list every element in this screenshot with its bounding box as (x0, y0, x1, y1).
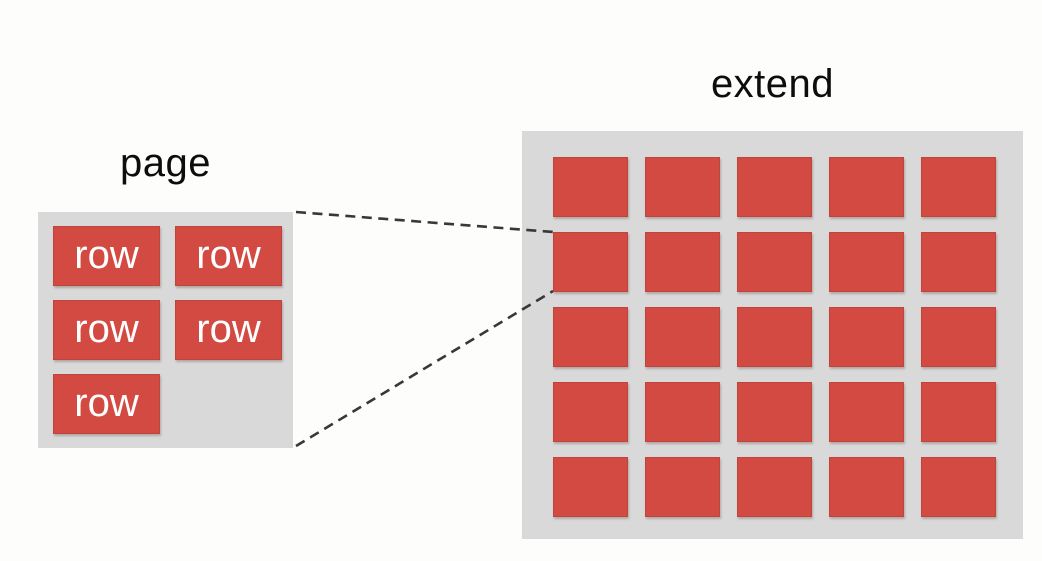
extend-panel (522, 131, 1023, 539)
grid-cell (921, 307, 996, 367)
grid-cell (737, 232, 812, 292)
grid-cell (829, 457, 904, 517)
grid-cell (829, 157, 904, 217)
row-box: row (53, 300, 160, 360)
page-title: page (120, 141, 211, 185)
grid-cell (737, 307, 812, 367)
grid-cell (737, 157, 812, 217)
grid-cell (553, 307, 628, 367)
row-box: row (175, 300, 282, 360)
grid-cell (645, 382, 720, 442)
grid-cell (645, 457, 720, 517)
grid-cell (921, 382, 996, 442)
grid-cell (921, 232, 996, 292)
grid-cell (645, 232, 720, 292)
grid-cell (645, 157, 720, 217)
grid-cell (921, 157, 996, 217)
grid-cell (921, 457, 996, 517)
extend-title: extend (710, 62, 835, 106)
row-box: row (53, 374, 160, 434)
grid-cell (553, 382, 628, 442)
connector-line-top (295, 210, 554, 234)
grid-cell (829, 382, 904, 442)
row-box: row (175, 226, 282, 286)
grid-cell (553, 232, 628, 292)
grid-cell (737, 457, 812, 517)
connector-line-bottom (295, 289, 554, 448)
grid-cell (645, 307, 720, 367)
grid-cell (829, 307, 904, 367)
grid-cell (553, 457, 628, 517)
row-box: row (53, 226, 160, 286)
grid-cell (737, 382, 812, 442)
grid-cell (829, 232, 904, 292)
grid-cell (553, 157, 628, 217)
